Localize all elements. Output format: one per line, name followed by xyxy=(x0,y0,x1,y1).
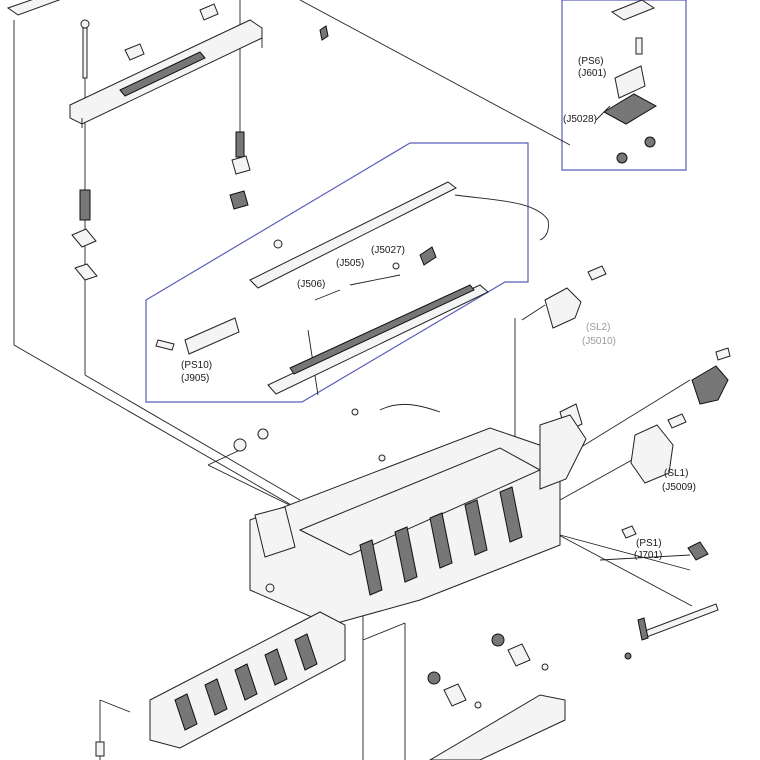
label-j5010: (J5010) xyxy=(582,336,616,347)
label-ps10: (PS10) xyxy=(181,360,212,371)
top-rail-assembly xyxy=(6,0,329,281)
label-j505: (J505) xyxy=(336,258,364,269)
lower-roller-parts xyxy=(427,633,566,760)
lower-guide-assembly xyxy=(95,611,346,757)
ps6-sensor-assembly xyxy=(595,0,658,164)
label-j5027: (J5027) xyxy=(371,245,405,256)
label-ps6: (PS6) xyxy=(578,56,604,67)
inset-box-center xyxy=(145,142,529,403)
label-sl1: (SL1) xyxy=(664,468,688,479)
sensor-bar-assembly xyxy=(155,181,549,395)
label-j701: (J701) xyxy=(634,550,662,561)
label-j506: (J506) xyxy=(297,279,325,290)
label-sl2: (SL2) xyxy=(586,322,610,333)
label-ps1: (PS1) xyxy=(636,538,662,549)
label-j5009: (J5009) xyxy=(662,482,696,493)
label-j5028: (J5028) xyxy=(563,114,597,125)
inset-box-top-right xyxy=(561,0,687,171)
label-j905: (J905) xyxy=(181,373,209,384)
label-j601: (J601) xyxy=(578,68,606,79)
main-frame-assembly xyxy=(233,403,587,626)
